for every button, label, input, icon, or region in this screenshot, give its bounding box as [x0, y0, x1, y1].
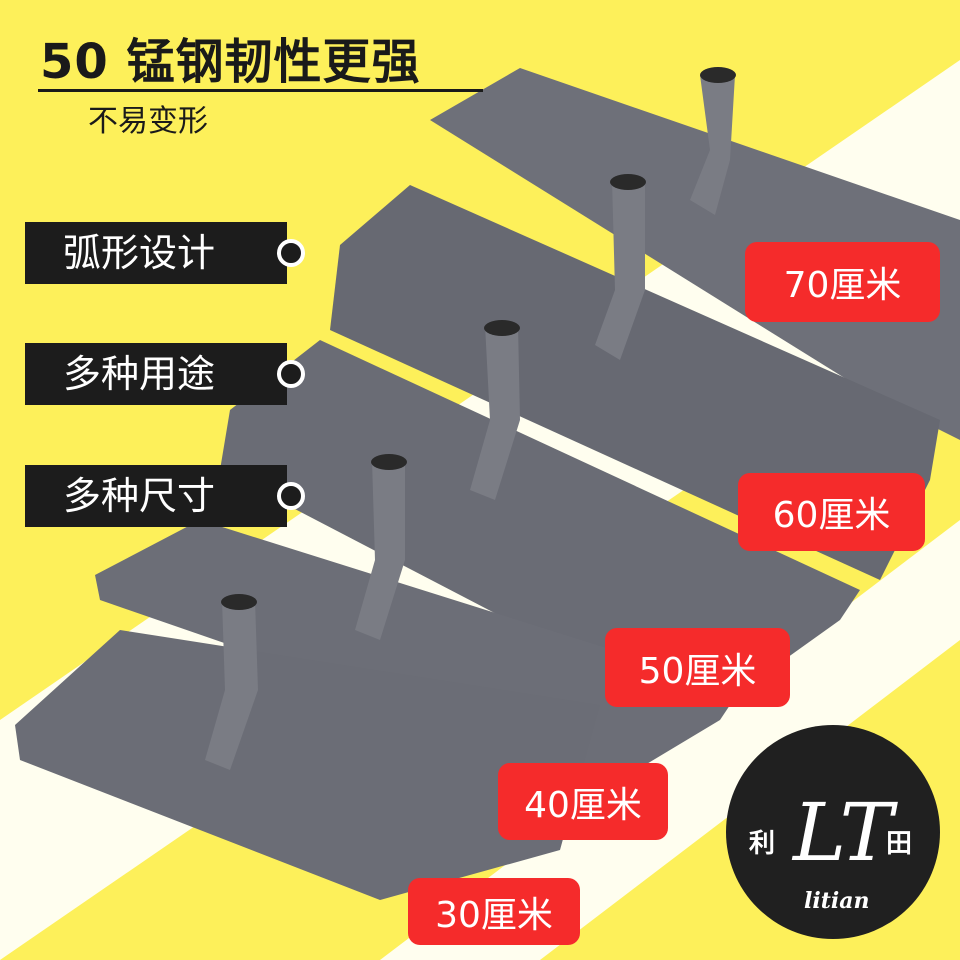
brand-logo: 利 LT 田 litian — [726, 725, 940, 939]
size-badge-40: 40厘米 — [498, 763, 668, 840]
bullet-dot-icon — [277, 239, 305, 267]
logo-char-left: 利 — [749, 829, 776, 859]
headline-subtitle: 不易变形 — [88, 104, 208, 139]
shovel-70 — [430, 67, 960, 440]
headline-title: 50 锰钢韧性更强 — [40, 34, 421, 90]
bullet-dot-icon — [277, 482, 305, 510]
feature-arc-design: 弧形设计 — [25, 222, 305, 284]
logo-monogram: LT — [793, 786, 893, 879]
size-badge-60: 60厘米 — [738, 473, 925, 551]
feature-multi-size: 多种尺寸 — [25, 465, 305, 527]
feature-label: 多种尺寸 — [63, 474, 216, 518]
feature-multi-use: 多种用途 — [25, 343, 305, 405]
feature-label: 多种用途 — [63, 352, 216, 396]
size-badge-50: 50厘米 — [605, 628, 790, 707]
logo-char-right: 田 — [886, 829, 913, 859]
shovel-50 — [220, 320, 860, 720]
feature-label: 弧形设计 — [63, 231, 216, 275]
headline-divider — [38, 89, 483, 92]
logo-english: litian — [804, 888, 870, 914]
size-badge-30: 30厘米 — [408, 878, 580, 945]
bullet-dot-icon — [277, 360, 305, 388]
shovel-30 — [15, 594, 600, 900]
size-badge-70: 70厘米 — [745, 242, 940, 322]
